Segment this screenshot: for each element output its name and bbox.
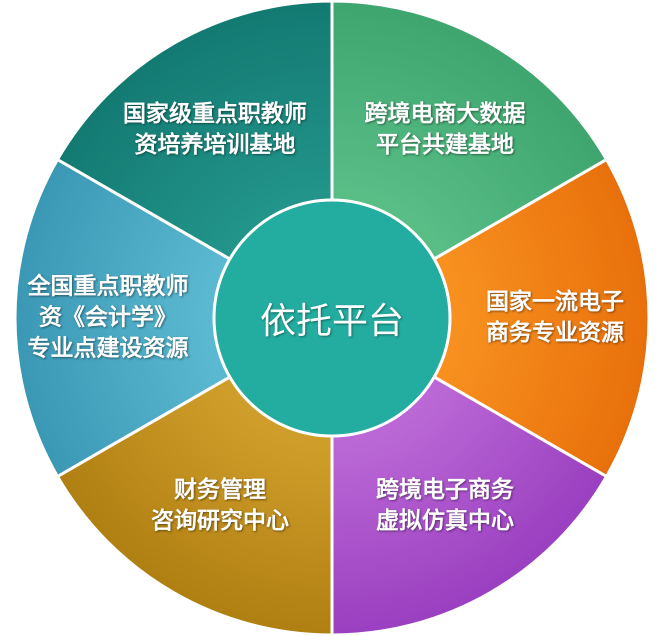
center-hub xyxy=(212,198,452,438)
segment-label-teacher-training-base: 国家级重点职教师资培养培训基地 xyxy=(123,101,307,158)
segment-label-virtual-sim-center: 跨境电子商务虚拟仿真中心 xyxy=(376,477,514,534)
segment-label-cross-border-bigdata: 跨境电商大数据平台共建基地 xyxy=(364,101,526,158)
segment-label-ecommerce-major: 国家一流电子商务专业资源 xyxy=(486,289,624,346)
segment-wedge-4 xyxy=(13,157,336,479)
segment-label-finance-consulting: 财务管理咨询研究中心 xyxy=(151,477,289,534)
segment-wedge-1 xyxy=(329,157,651,479)
segment-label-accounting-resources: 全国重点职教师资《会计学》专业点建设资源 xyxy=(27,273,189,362)
center-label: 依托平台 xyxy=(259,301,405,342)
